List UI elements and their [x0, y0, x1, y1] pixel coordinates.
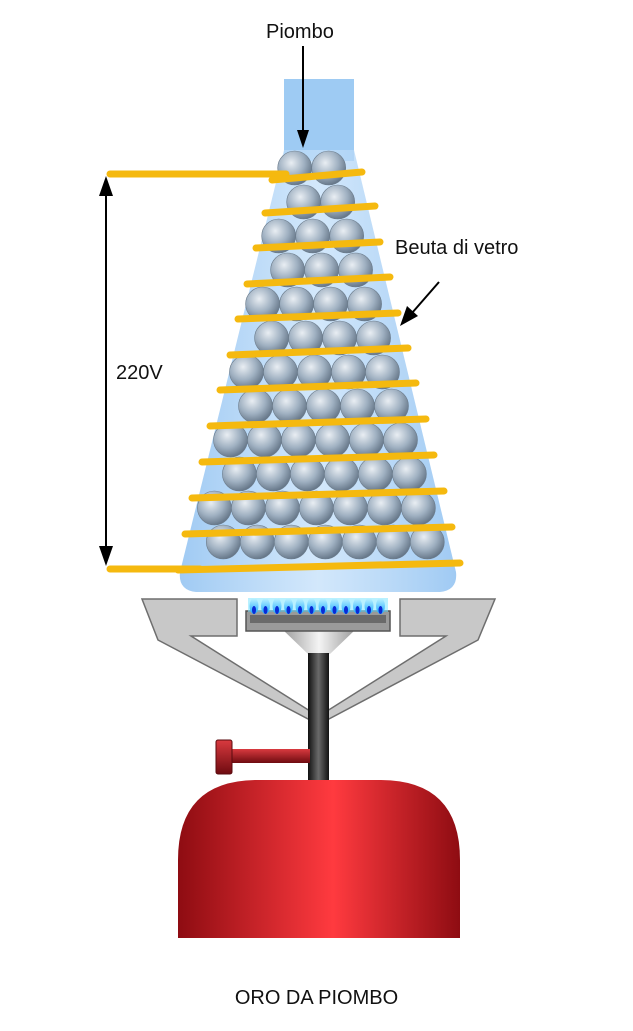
flame-core [367, 606, 371, 614]
burner-funnel [282, 629, 356, 654]
coil-winding [243, 273, 394, 288]
coil-winding [198, 451, 438, 466]
flame-core [309, 606, 314, 614]
lead-sphere [281, 422, 316, 458]
lead-sphere [358, 456, 393, 492]
flame-core [344, 606, 348, 614]
lead-sphere [349, 422, 384, 458]
lead-sphere [392, 456, 427, 492]
coil-winding [252, 238, 384, 252]
lead-sphere [311, 150, 347, 186]
coil-winding [268, 168, 366, 184]
lead-sphere [315, 422, 350, 458]
flame-core [252, 606, 256, 614]
flame-core [378, 606, 383, 614]
burner-support-right [326, 598, 497, 722]
flame-core [332, 606, 337, 614]
voltage-label: 220V [116, 362, 163, 384]
coil-winding [174, 559, 464, 574]
caption-title: ORO DA PIOMBO [234, 987, 399, 1009]
gas-pipe [308, 653, 329, 781]
flame-core [286, 606, 291, 614]
flame-core [355, 606, 360, 614]
lead-sphere [229, 354, 264, 390]
lead-sphere [272, 388, 307, 424]
burner-support-left [140, 598, 311, 722]
voltage-arrow [99, 176, 113, 566]
coil-winding [261, 202, 379, 217]
gas-cylinder-icon [178, 780, 460, 938]
coil-winding [206, 415, 430, 430]
lead-sphere [263, 354, 298, 390]
lead-label: Piombo [266, 21, 334, 43]
lead-sphere [383, 422, 418, 458]
valve-knob-icon [215, 739, 310, 775]
lead-sphere [306, 388, 341, 424]
coil-winding [188, 487, 448, 502]
flame-core [263, 606, 268, 614]
coil-winding [181, 523, 456, 538]
flame-icon [248, 598, 388, 614]
flame-core [298, 606, 302, 614]
lead-sphere [238, 388, 273, 424]
flame-core [275, 606, 279, 614]
flask-neck [284, 79, 354, 161]
lead-pointer-arrow [297, 46, 309, 148]
lead-sphere [401, 490, 436, 526]
coil-winding [234, 309, 402, 323]
flame-core [321, 606, 325, 614]
gas-burner-icon [140, 598, 497, 781]
lead-sphere [324, 456, 359, 492]
lead-sphere [320, 184, 356, 220]
flask-pointer-arrow [400, 281, 440, 326]
flame-glow [248, 598, 388, 612]
heating-coil-icon [106, 168, 464, 574]
lead-sphere [329, 218, 365, 254]
flask-label: Beuta di vetro [395, 237, 519, 259]
coil-winding [216, 379, 420, 394]
coil-winding [226, 344, 412, 359]
